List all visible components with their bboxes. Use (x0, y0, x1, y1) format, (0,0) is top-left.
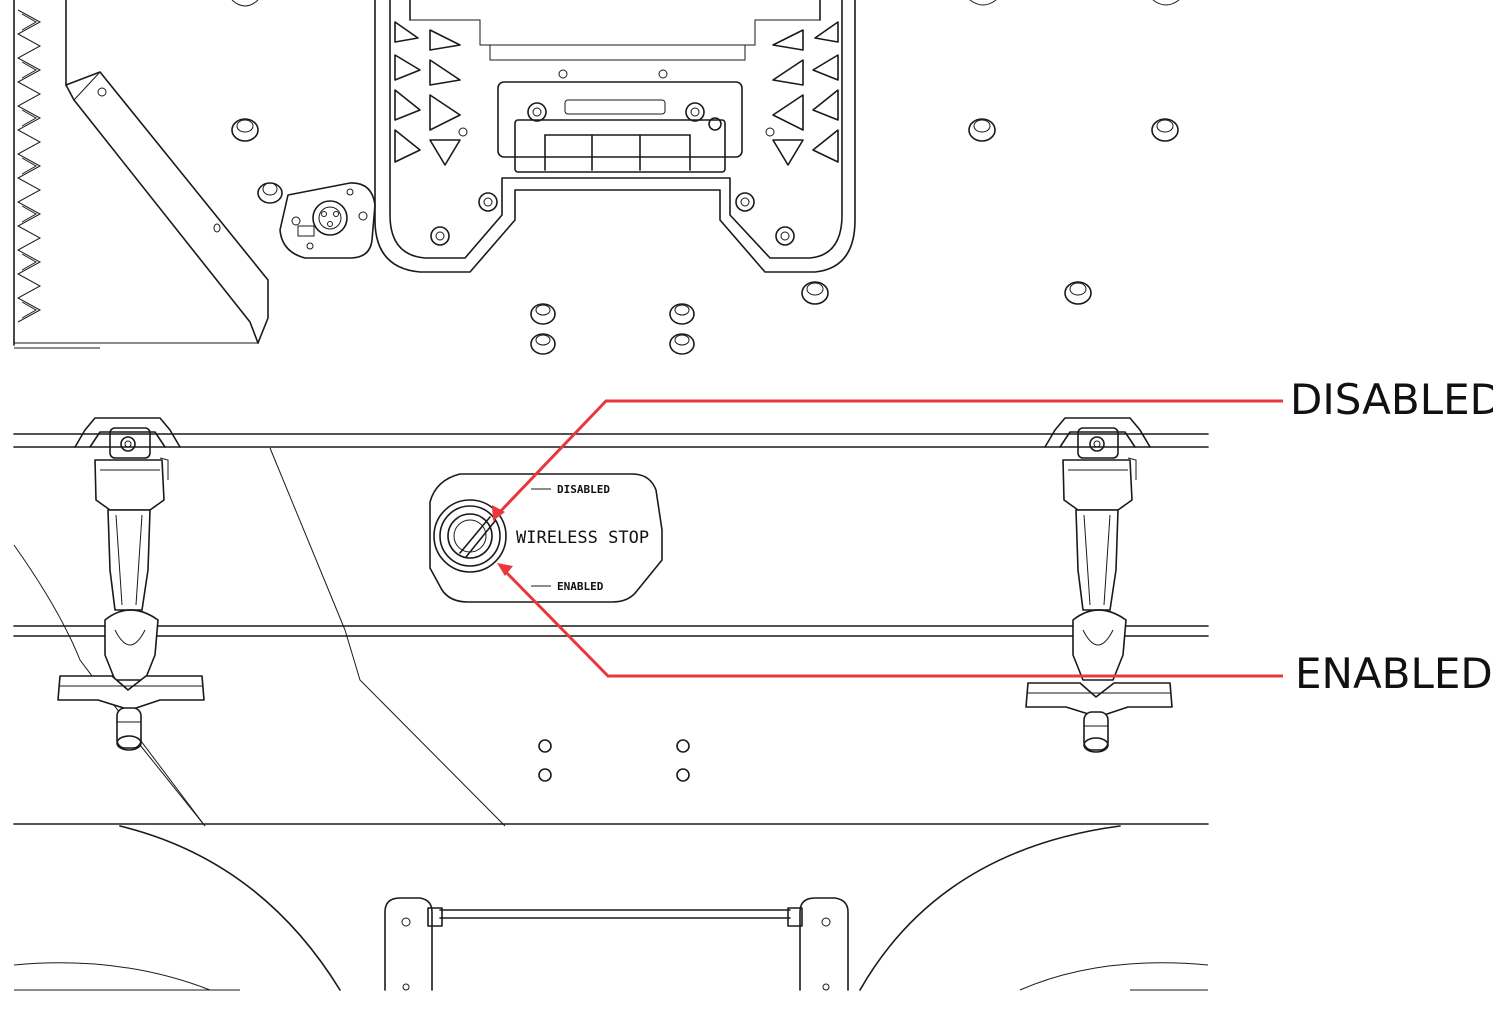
callout-label-enabled: ENABLED (1295, 649, 1493, 698)
plate-title: WIRELESS STOP (516, 528, 649, 548)
callout-arrowhead-enabled (497, 563, 513, 576)
upper-fasteners (231, 0, 1180, 355)
left-frame-panel (13, 0, 269, 349)
left-draw-latch (57, 417, 205, 751)
wireless-stop-plate: DISABLED ENABLED WIRELESS STOP (429, 473, 663, 603)
callout-arrowhead-disabled (492, 505, 505, 521)
plate-disabled-mark: DISABLED (557, 483, 610, 496)
key-switch[interactable] (433, 499, 507, 573)
right-draw-latch (1025, 417, 1173, 753)
callout-line-enabled (501, 567, 1283, 678)
plate-enabled-mark: ENABLED (557, 580, 604, 593)
callout-label-disabled: DISABLED (1290, 375, 1493, 424)
callout-lines (492, 399, 1283, 678)
callout-line-disabled (494, 399, 1283, 518)
center-bracket (374, 0, 856, 273)
lower-chassis (13, 433, 1209, 991)
panel-connector (279, 182, 376, 259)
